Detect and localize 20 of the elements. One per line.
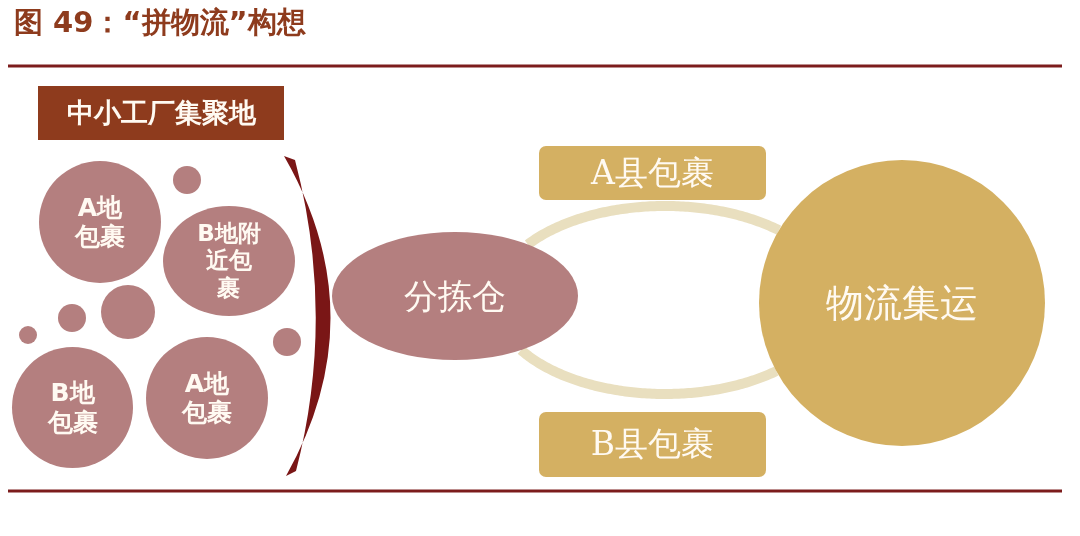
node-label: A地包裹 xyxy=(180,368,233,428)
small-circle xyxy=(58,304,86,332)
node-label: B县包裹 xyxy=(590,425,715,464)
label-box xyxy=(539,412,766,477)
connector-arc xyxy=(524,201,783,249)
small-circle xyxy=(173,166,201,194)
node-label: A地包裹 xyxy=(73,192,126,252)
node-label: B地附近包裹 xyxy=(196,220,262,302)
node-label: 分拣仓 xyxy=(404,275,506,317)
label-box xyxy=(539,146,766,200)
small-circle xyxy=(19,326,37,344)
node-label: 中小工厂集聚地 xyxy=(66,97,256,129)
node-label: B地包裹 xyxy=(46,378,99,437)
connector-arc xyxy=(517,346,780,399)
node-label: 物流集运 xyxy=(826,280,978,326)
title: 图 49：“拼物流”构想 xyxy=(14,4,306,41)
node-label: A县包裹 xyxy=(591,153,714,193)
small-circle xyxy=(101,285,155,339)
header-box xyxy=(38,86,284,140)
small-circle xyxy=(273,328,301,356)
